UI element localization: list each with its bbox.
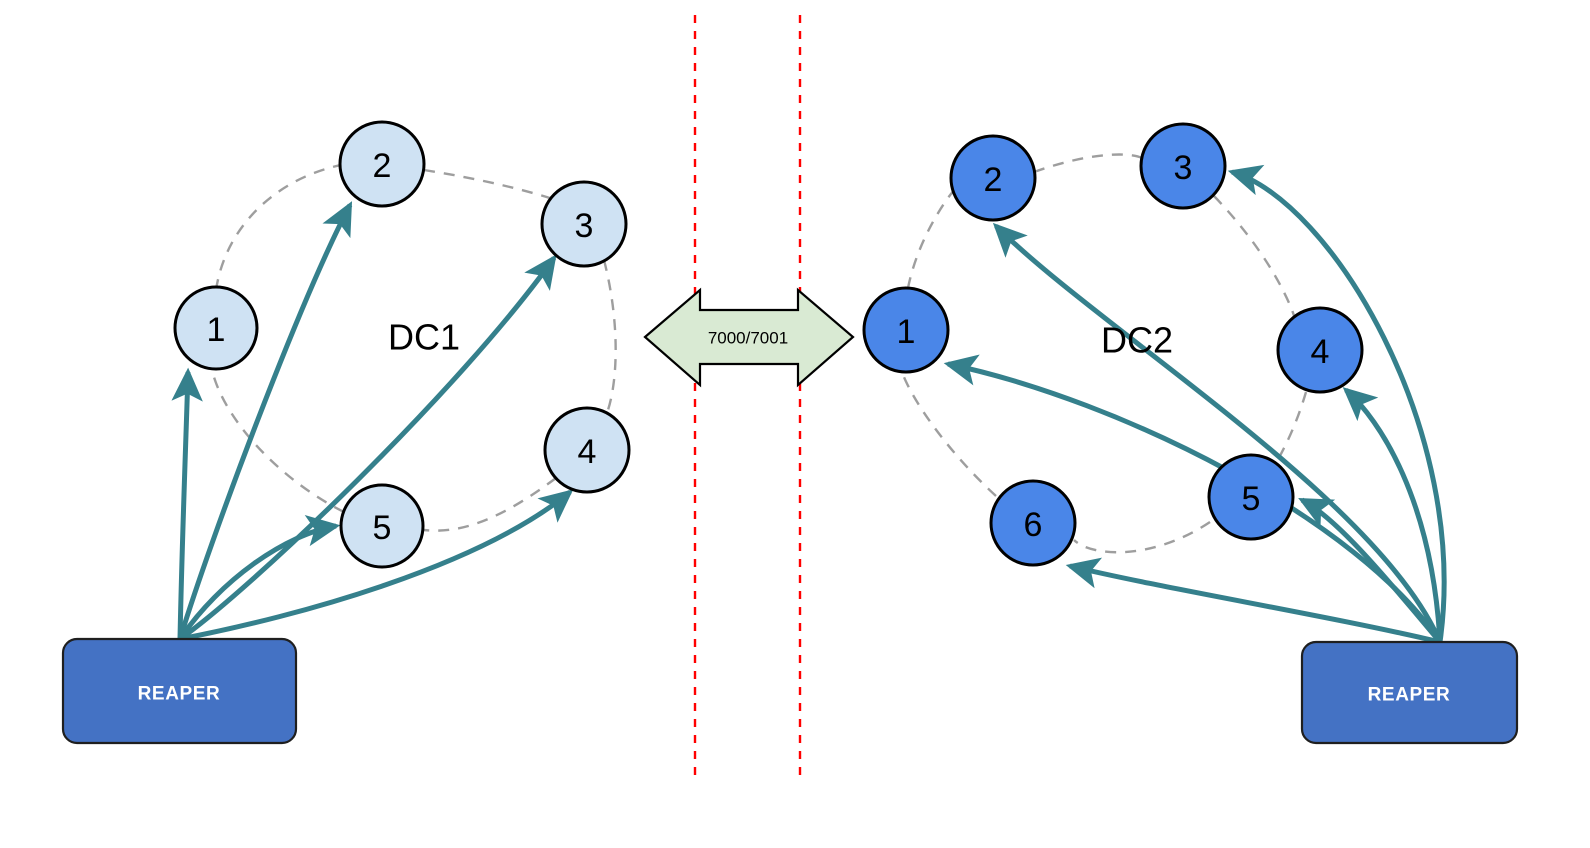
edge-dc1-reaper-to-node-5 — [177, 515, 341, 641]
dc2-label: DC2 — [1101, 320, 1173, 361]
dc1-node-5[interactable]: 5 — [339, 483, 425, 569]
dc2-reaper-edges — [943, 164, 1447, 645]
edge-dc1-reaper-to-node-3 — [178, 254, 557, 642]
dc1-node-4-label: 4 — [578, 433, 597, 471]
edge-dc2-reaper-to-node-5 — [1298, 497, 1442, 644]
dc2-node-3[interactable]: 3 — [1139, 122, 1227, 210]
dc1-node-1-label: 1 — [207, 311, 226, 349]
dc2-node-5[interactable]: 5 — [1207, 453, 1295, 541]
dc2-nodes: 1 2 3 4 5 6 — [862, 122, 1364, 567]
dc-link-arrow: 7000/7001 — [643, 287, 855, 388]
edge-dc2-reaper-to-node-6 — [1065, 557, 1441, 645]
edge-dc2-reaper-to-node-2 — [992, 222, 1443, 643]
dc1-label: DC1 — [388, 317, 460, 358]
edge-dc1-reaper-to-node-2 — [177, 201, 353, 640]
dc1-node-2[interactable]: 2 — [338, 120, 426, 208]
dc1-node-2-label: 2 — [373, 147, 392, 185]
edge-dc1-reaper-to-node-1 — [171, 367, 203, 640]
dc1-node-3[interactable]: 3 — [540, 180, 628, 268]
dc2-node-4[interactable]: 4 — [1276, 306, 1364, 394]
dc-boundary-lines — [693, 15, 802, 775]
edge-dc2-reaper-to-node-3 — [1227, 164, 1447, 643]
dc1-node-1[interactable]: 1 — [173, 285, 259, 371]
dc1-reaper-edges — [171, 201, 574, 642]
dc1-node-4[interactable]: 4 — [543, 406, 631, 494]
dc2-reaper-label: REAPER — [1368, 685, 1451, 706]
dc-link-port-label: 7000/7001 — [708, 329, 788, 348]
dc1-node-5-label: 5 — [373, 509, 392, 547]
dc2-node-1[interactable]: 1 — [862, 286, 950, 374]
dc1-nodes: 1 2 3 4 5 — [173, 120, 631, 569]
dc2-node-2[interactable]: 2 — [949, 134, 1037, 222]
dc1-reaper-label: REAPER — [138, 684, 221, 705]
dc2-node-6[interactable]: 6 — [989, 479, 1077, 567]
dc2-node-2-label: 2 — [984, 161, 1003, 199]
dc2-node-5-label: 5 — [1242, 480, 1261, 518]
edge-dc2-reaper-to-node-4 — [1342, 387, 1443, 643]
dc2-node-6-label: 6 — [1024, 506, 1043, 544]
dc2-node-3-label: 3 — [1174, 149, 1193, 187]
dc1-reaper-box[interactable]: REAPER — [61, 637, 298, 745]
dc2-node-1-label: 1 — [897, 313, 916, 351]
edge-dc1-reaper-to-node-4 — [179, 489, 574, 642]
dc1-ring-dashed — [210, 159, 617, 532]
dc2-reaper-box[interactable]: REAPER — [1300, 640, 1519, 745]
dc1-node-3-label: 3 — [575, 207, 594, 245]
dc2-node-4-label: 4 — [1311, 333, 1330, 371]
